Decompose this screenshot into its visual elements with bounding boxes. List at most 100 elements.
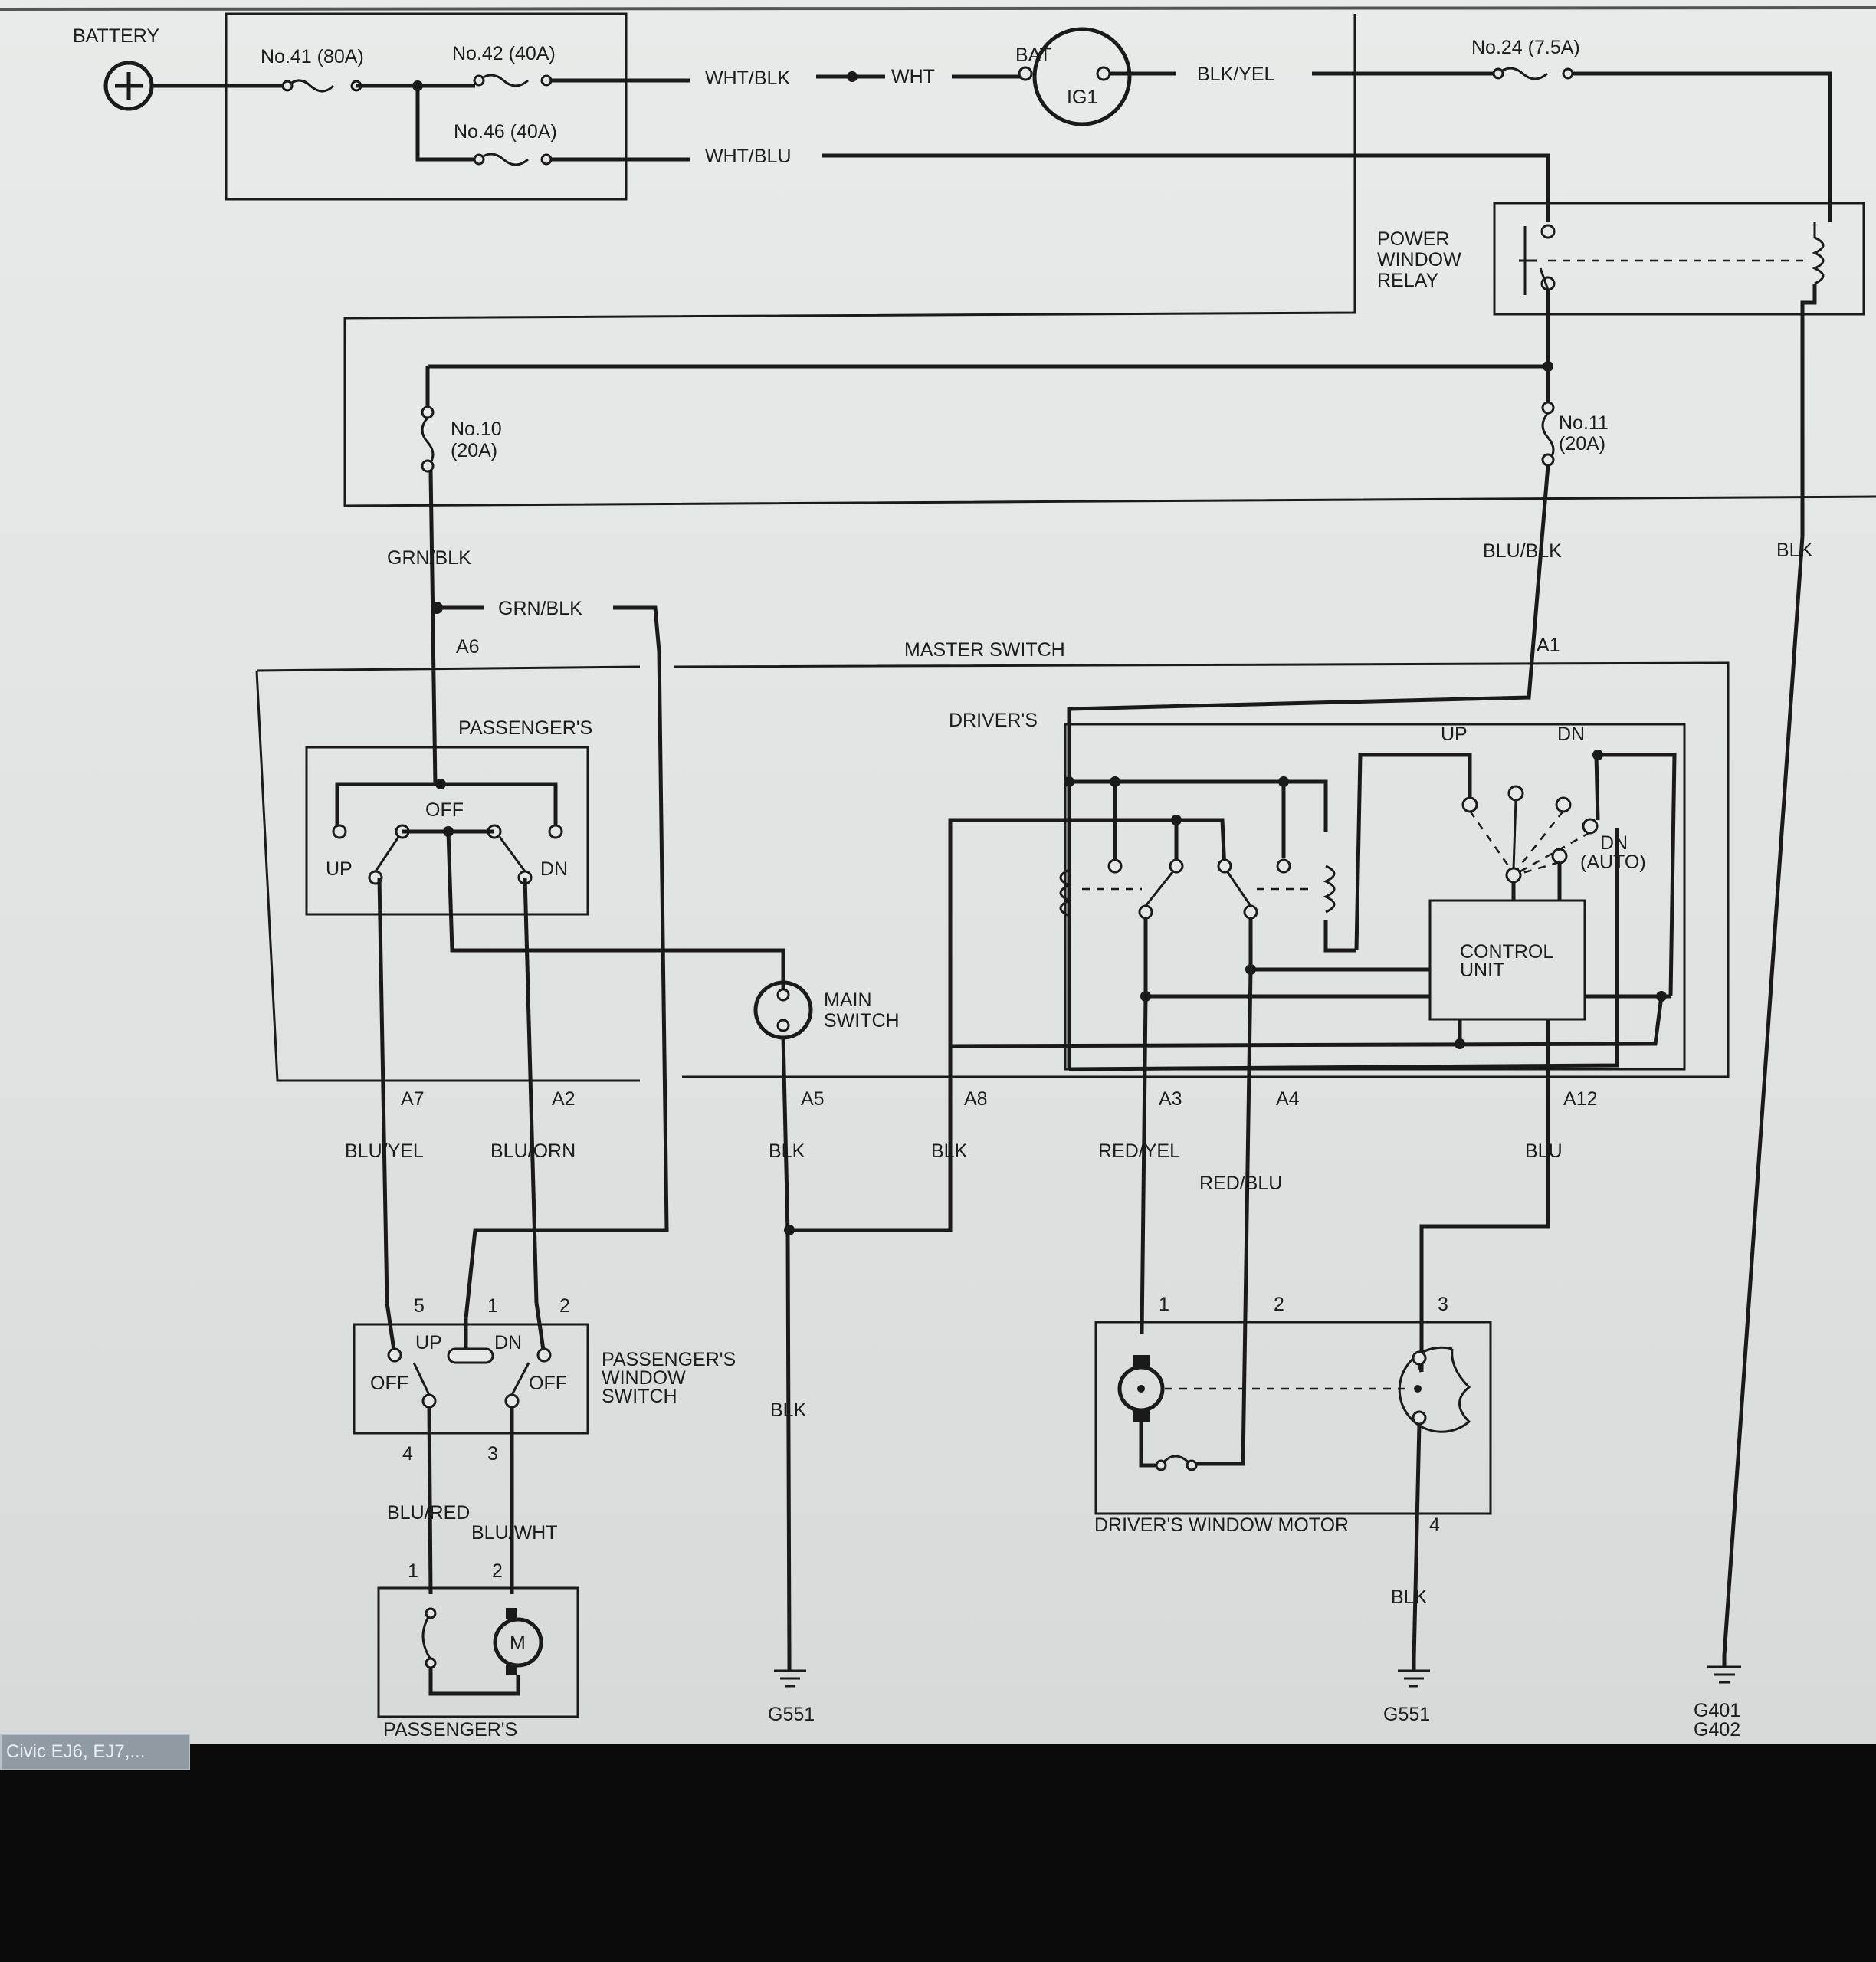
dm-pin-2: 2 xyxy=(1274,1294,1284,1315)
dm-pin-4: 4 xyxy=(1429,1514,1440,1536)
dn-auto-label-b: (AUTO) xyxy=(1580,851,1646,873)
relay-label-3: RELAY xyxy=(1377,270,1438,291)
master-up-label: UP xyxy=(326,858,353,880)
driver-up-label: UP xyxy=(1441,723,1468,745)
connector-a4: A4 xyxy=(1276,1088,1300,1110)
fuse-42-label: No.42 (40A) xyxy=(452,43,556,64)
fuse-41-symbol xyxy=(281,79,362,93)
pws-pin-5: 5 xyxy=(414,1295,425,1317)
wire-blu-wht: BLU/WHT xyxy=(471,1522,558,1544)
driver-motor-label: DRIVER'S WINDOW MOTOR xyxy=(1094,1514,1349,1536)
fuse-11-label-a: No.11 xyxy=(1559,412,1609,434)
pws-dn-label: DN xyxy=(494,1332,522,1353)
passenger-motor-box xyxy=(377,1586,579,1718)
relay-coil-symbol xyxy=(1812,222,1825,285)
relay-label-1: POWER xyxy=(1377,228,1449,250)
connector-a1: A1 xyxy=(1537,635,1560,656)
fuse-46-symbol xyxy=(473,153,553,166)
pm-pin-2: 2 xyxy=(492,1560,503,1582)
wire-blk-right: BLK xyxy=(1776,540,1813,561)
wire-blk-motor: BLK xyxy=(1391,1586,1428,1608)
ignition-bat-label: BAT xyxy=(1015,44,1051,66)
relay-contact-symbol xyxy=(1519,224,1556,295)
wire-grn-blk-2: GRN/BLK xyxy=(498,598,582,619)
underhood-fuse-box xyxy=(225,12,628,201)
main-switch-label-a: MAIN xyxy=(824,989,872,1011)
driver-dn-relay-coil xyxy=(1323,865,1336,914)
dn-auto-label-a: DN xyxy=(1600,832,1628,854)
pm-pin-1: 1 xyxy=(408,1560,418,1582)
wire-wht-blk: WHT/BLK xyxy=(705,67,790,89)
relay-label-2: WINDOW xyxy=(1377,249,1461,271)
pws-label-a: PASSENGER'S xyxy=(602,1349,736,1370)
master-driver-switch-box xyxy=(1064,723,1686,1071)
dm-pin-3: 3 xyxy=(1438,1294,1448,1315)
driver-motor-pulser-symbol xyxy=(1398,1346,1471,1433)
pws-off-right: OFF xyxy=(529,1373,567,1394)
ground-g551-left-label: G551 xyxy=(768,1704,815,1725)
monitor-screen: BATTERY No.41 (80A) No.42 (40A) No.46 (4… xyxy=(0,0,1876,1744)
pws-off-left: OFF xyxy=(370,1373,408,1394)
main-switch-label-b: SWITCH xyxy=(824,1010,900,1032)
ground-g402-label: G402 xyxy=(1694,1719,1740,1741)
wire-blu: BLU xyxy=(1525,1140,1563,1162)
ground-g401-label: G401 xyxy=(1694,1700,1740,1721)
ground-g551-right-symbol xyxy=(1398,1659,1430,1688)
passenger-window-switch-box xyxy=(353,1323,589,1435)
connector-a8: A8 xyxy=(964,1088,988,1110)
fuse-10-label-a: No.10 xyxy=(451,418,502,440)
master-switch-title: MASTER SWITCH xyxy=(904,639,1065,661)
pws-up-label: UP xyxy=(415,1332,442,1353)
wire-red-yel: RED/YEL xyxy=(1098,1140,1180,1162)
control-unit-box xyxy=(1428,899,1586,1021)
battery-symbol xyxy=(103,61,154,111)
pws-pin-1: 1 xyxy=(487,1295,498,1317)
wire-wht: WHT xyxy=(891,66,935,87)
fuse-46-label: No.46 (40A) xyxy=(454,121,557,143)
ignition-switch-symbol xyxy=(1018,27,1132,126)
wire-blu-yel: BLU/YEL xyxy=(345,1140,424,1162)
wire-blu-red: BLU/RED xyxy=(387,1502,470,1524)
pws-pin-2: 2 xyxy=(559,1295,570,1317)
fuse-24-label: No.24 (7.5A) xyxy=(1471,37,1580,58)
wire-wht-blu: WHT/BLU xyxy=(705,146,792,167)
connector-a5: A5 xyxy=(801,1088,825,1110)
connector-a7: A7 xyxy=(401,1088,425,1110)
ignition-ig1-label: IG1 xyxy=(1067,87,1097,108)
power-window-wiring-diagram: BATTERY No.41 (80A) No.42 (40A) No.46 (4… xyxy=(0,6,1876,1741)
dm-pin-1: 1 xyxy=(1159,1294,1169,1315)
driver-dn-label: DN xyxy=(1557,723,1585,745)
fuse-10-label-b: (20A) xyxy=(451,440,497,461)
taskbar-window-tab[interactable]: Civic EJ6, EJ7,... xyxy=(0,1734,190,1770)
pws-pin-4: 4 xyxy=(402,1443,413,1465)
master-passengers-label: PASSENGER'S xyxy=(458,717,592,739)
passenger-motor-m: M xyxy=(510,1632,526,1654)
wire-blk-yel: BLK/YEL xyxy=(1197,64,1275,85)
fuse-41-label: No.41 (80A) xyxy=(261,46,364,67)
master-dn-label: DN xyxy=(540,858,568,880)
connector-a6: A6 xyxy=(456,636,480,658)
passenger-motor-label: PASSENGER'S xyxy=(383,1719,517,1741)
driver-up-relay-coil xyxy=(1059,868,1072,917)
master-passenger-switch-box xyxy=(305,746,589,916)
pws-pin-3: 3 xyxy=(487,1443,498,1465)
wire-blu-blk: BLU/BLK xyxy=(1483,540,1562,562)
driver-motor-symbol xyxy=(1117,1355,1198,1472)
connector-a3: A3 xyxy=(1159,1088,1182,1110)
main-switch-symbol xyxy=(753,980,813,1040)
driver-motor-box xyxy=(1094,1321,1492,1515)
battery-label: BATTERY xyxy=(73,25,159,47)
ground-g401-symbol xyxy=(1707,1655,1741,1684)
ground-g551-left-symbol xyxy=(774,1659,806,1688)
wire-grn-blk-1: GRN/BLK xyxy=(387,547,471,569)
power-window-relay-box xyxy=(1493,202,1865,316)
control-unit-label-b: UNIT xyxy=(1460,960,1504,981)
master-drivers-label: DRIVER'S xyxy=(949,710,1038,731)
connector-a12: A12 xyxy=(1563,1088,1597,1110)
fuse-11-symbol xyxy=(1541,401,1555,467)
wire-blk-mid: BLK xyxy=(770,1399,807,1421)
master-off-label: OFF xyxy=(425,799,464,821)
connector-a2: A2 xyxy=(552,1088,576,1110)
fuse-10-symbol xyxy=(421,405,435,473)
passenger-motor-symbol xyxy=(421,1607,543,1696)
